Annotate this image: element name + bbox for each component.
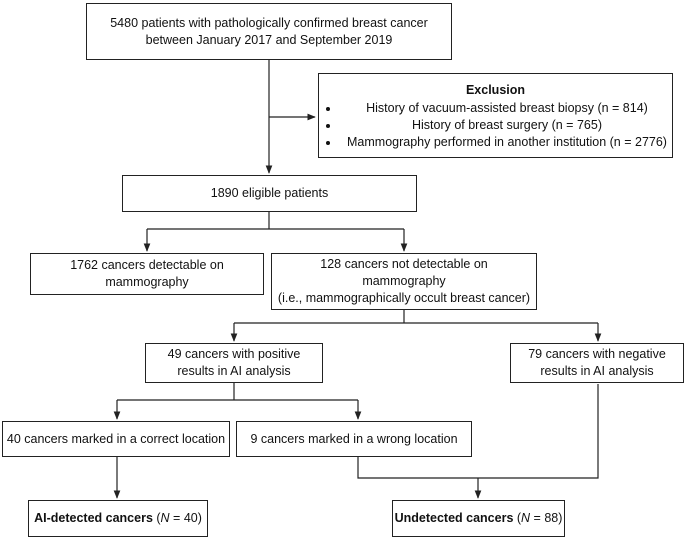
undetected-close: ) xyxy=(558,511,563,525)
occult-line3: (i.e., mammographically occult breast ca… xyxy=(277,291,531,305)
box-ai-detected-cancers: AI-detected cancers (N = 40) xyxy=(28,500,208,537)
undetected-prefix: Undetected cancers xyxy=(394,511,514,525)
box-detectable-cancers: 1762 cancers detectable on mammography xyxy=(30,253,264,295)
exclusion-item: History of vacuum-assisted breast biopsy… xyxy=(325,100,667,117)
ai-detected-label: AI-detected cancers (N = 40) xyxy=(34,510,202,527)
box-occult-cancers: 128 cancers not detectable on mammograph… xyxy=(271,253,537,310)
box-wrong-location: 9 cancers marked in a wrong location xyxy=(236,421,472,457)
detectable-line1: 1762 cancers detectable on xyxy=(70,258,224,272)
box-undetected-cancers: Undetected cancers (N = 88) xyxy=(392,500,565,537)
negative-line1: 79 cancers with negative xyxy=(528,347,666,361)
connector-eligible-split xyxy=(147,212,404,230)
correct-location-label: 40 cancers marked in a correct location xyxy=(6,431,226,446)
occult-line2: mammography xyxy=(362,274,446,288)
undetected-eq: = xyxy=(530,511,545,525)
exclusion-title: Exclusion xyxy=(465,83,526,97)
ai-detected-prefix: AI-detected cancers xyxy=(34,511,153,525)
positive-line2: results in AI analysis xyxy=(177,364,291,378)
box-initial-patients: 5480 patients with pathologically confir… xyxy=(86,3,452,60)
box-ai-negative: 79 cancers with negative results in AI a… xyxy=(510,343,684,383)
ai-detected-eq: = xyxy=(169,511,184,525)
ai-detected-open: ( xyxy=(152,511,161,525)
ai-detected-n-symbol: N xyxy=(160,511,170,525)
initial-patients-line1: 5480 patients with pathologically confir… xyxy=(110,15,428,30)
undetected-count: 88 xyxy=(544,511,559,525)
ai-detected-count: 40 xyxy=(183,511,198,525)
undetected-open: ( xyxy=(513,511,522,525)
exclusion-item: Mammography performed in another institu… xyxy=(325,134,667,151)
eligible-label: 1890 eligible patients xyxy=(210,186,329,200)
negative-line2: results in AI analysis xyxy=(540,364,654,378)
box-eligible-patients: 1890 eligible patients xyxy=(122,175,417,212)
undetected-n-symbol: N xyxy=(521,511,531,525)
connector-positive-split xyxy=(117,383,358,401)
exclusion-list: History of vacuum-assisted breast biopsy… xyxy=(319,100,667,151)
initial-patients-line2: between January 2017 and September 2019 xyxy=(145,32,393,47)
connector-occult-split xyxy=(234,310,598,324)
wrong-location-label: 9 cancers marked in a wrong location xyxy=(250,431,458,446)
box-exclusion: Exclusion History of vacuum-assisted bre… xyxy=(318,73,673,158)
box-ai-positive: 49 cancers with positive results in AI a… xyxy=(145,343,323,383)
box-correct-location: 40 cancers marked in a correct location xyxy=(2,421,230,457)
undetected-label: Undetected cancers (N = 88) xyxy=(395,510,563,527)
positive-line1: 49 cancers with positive xyxy=(167,347,301,361)
ai-detected-close: ) xyxy=(197,511,202,525)
detectable-line2: mammography xyxy=(105,275,189,289)
occult-line1: 128 cancers not detectable on xyxy=(320,257,488,271)
exclusion-item: History of breast surgery (n = 765) xyxy=(325,117,667,134)
